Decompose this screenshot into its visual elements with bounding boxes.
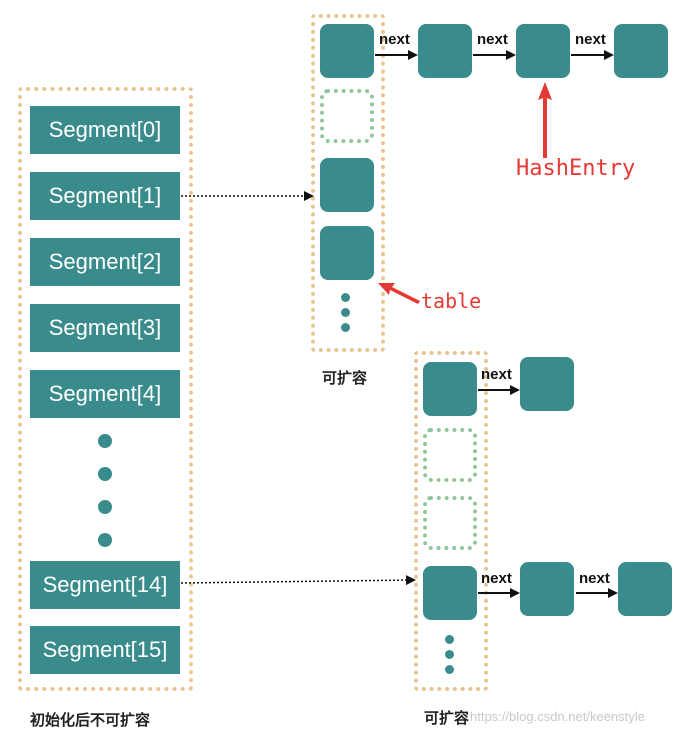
- next-label: next: [481, 366, 512, 383]
- hash-entry-node: [618, 562, 672, 616]
- table-1-bucket-2: [320, 158, 374, 212]
- table-annotation: table: [421, 289, 482, 313]
- segment-0: Segment[0]: [30, 106, 180, 154]
- segment-1: Segment[1]: [30, 172, 180, 220]
- ellipsis-dot: [445, 650, 454, 659]
- hash-entry-node: [614, 24, 668, 78]
- segment-14-pointer: [180, 575, 416, 586]
- segment-4: Segment[4]: [30, 370, 180, 418]
- segment-2: Segment[2]: [30, 238, 180, 286]
- ellipsis-dot: [98, 500, 112, 514]
- ellipsis-dot: [98, 434, 112, 448]
- segment-15: Segment[15]: [30, 626, 180, 674]
- ellipsis-dot: [341, 323, 350, 332]
- hashentry-annotation: HashEntry: [516, 156, 636, 181]
- table-2-container: [414, 351, 488, 691]
- table-1-bucket-3: [320, 226, 374, 280]
- table-2-empty-bucket: [423, 496, 477, 550]
- next-label: next: [579, 570, 610, 587]
- segment-3: Segment[3]: [30, 304, 180, 352]
- segment-14: Segment[14]: [30, 561, 180, 609]
- next-label: next: [481, 570, 512, 587]
- table-2-empty-bucket: [423, 428, 477, 482]
- ellipsis-dot: [445, 635, 454, 644]
- hash-entry-node: [418, 24, 472, 78]
- hashentry-red-arrow: [538, 82, 552, 158]
- ellipsis-dot: [341, 293, 350, 302]
- next-label: next: [575, 31, 606, 48]
- ellipsis-dot: [445, 665, 454, 674]
- ellipsis-dot: [98, 467, 112, 481]
- ellipsis-dot: [341, 308, 350, 317]
- table-2-caption: 可扩容: [424, 710, 470, 727]
- hash-entry-node: [516, 24, 570, 78]
- watermark: https://blog.csdn.net/keenstyle: [470, 709, 645, 724]
- hash-entry-node: [520, 357, 574, 411]
- table-1-caption: 可扩容: [322, 370, 368, 387]
- table-1-container: [311, 14, 385, 352]
- table-2-bucket-0: [423, 362, 477, 416]
- table-red-arrow: [378, 283, 420, 304]
- segment-array-container: [18, 87, 193, 691]
- next-label: next: [477, 31, 508, 48]
- table-1-bucket-0: [320, 24, 374, 78]
- ellipsis-dot: [98, 533, 112, 547]
- hash-entry-node: [520, 562, 574, 616]
- table-2-bucket-3: [423, 566, 477, 620]
- next-label: next: [379, 31, 410, 48]
- table-1-empty-bucket: [320, 89, 374, 143]
- left-caption: 初始化后不可扩容: [30, 712, 151, 729]
